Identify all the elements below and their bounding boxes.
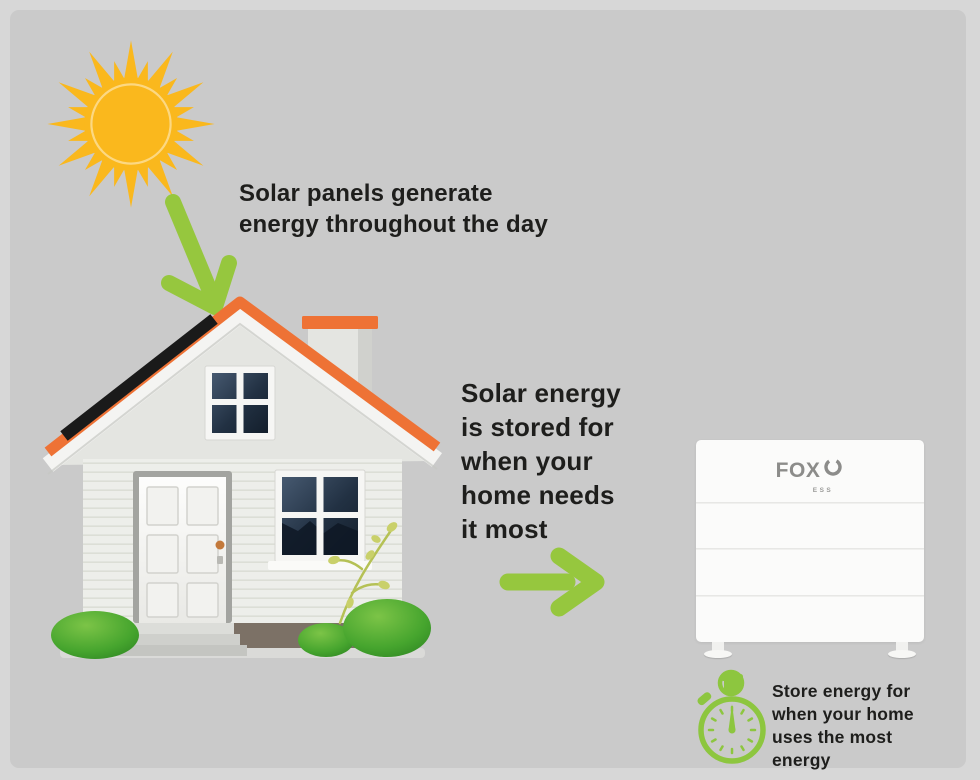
front-window [268, 469, 372, 570]
battery-foot [704, 642, 732, 658]
battery-module-seam [696, 548, 924, 550]
door-knob [215, 540, 225, 550]
battery-logo: FOX ESS [696, 456, 924, 494]
caption-use: Store energy for when your home uses the… [772, 681, 914, 770]
sun-icon [47, 40, 215, 208]
stopwatch-icon [697, 669, 766, 764]
sun-disc [84, 77, 178, 171]
caption-store: Solar energy is stored for when your hom… [461, 378, 621, 544]
bushes [51, 599, 431, 659]
caption-generate: Solar panels generate energy throughout … [239, 180, 549, 238]
battery-subbrand-text: ESS [812, 487, 834, 494]
front-door [133, 471, 232, 623]
battery-module-seam [696, 502, 924, 504]
roof [42, 296, 443, 475]
house-illustration [42, 296, 443, 659]
attic-window [204, 365, 276, 441]
fox-ring-logo-icon [824, 458, 843, 476]
sun-inner-ring [90, 83, 172, 165]
stopwatch-ticks [707, 705, 757, 755]
battery-storage-unit: FOX ESS [696, 440, 924, 658]
solar-panel [60, 314, 218, 441]
infographic-panel: Solar panels generate energy throughout … [10, 10, 966, 770]
battery-module-seam [696, 595, 924, 597]
battery-brand-text: FOX [775, 459, 821, 482]
arrow-right-icon [499, 547, 605, 617]
arrow-down-icon [161, 194, 237, 315]
vine-plant [328, 522, 398, 625]
battery-foot [888, 642, 916, 658]
door-steps [117, 623, 247, 656]
